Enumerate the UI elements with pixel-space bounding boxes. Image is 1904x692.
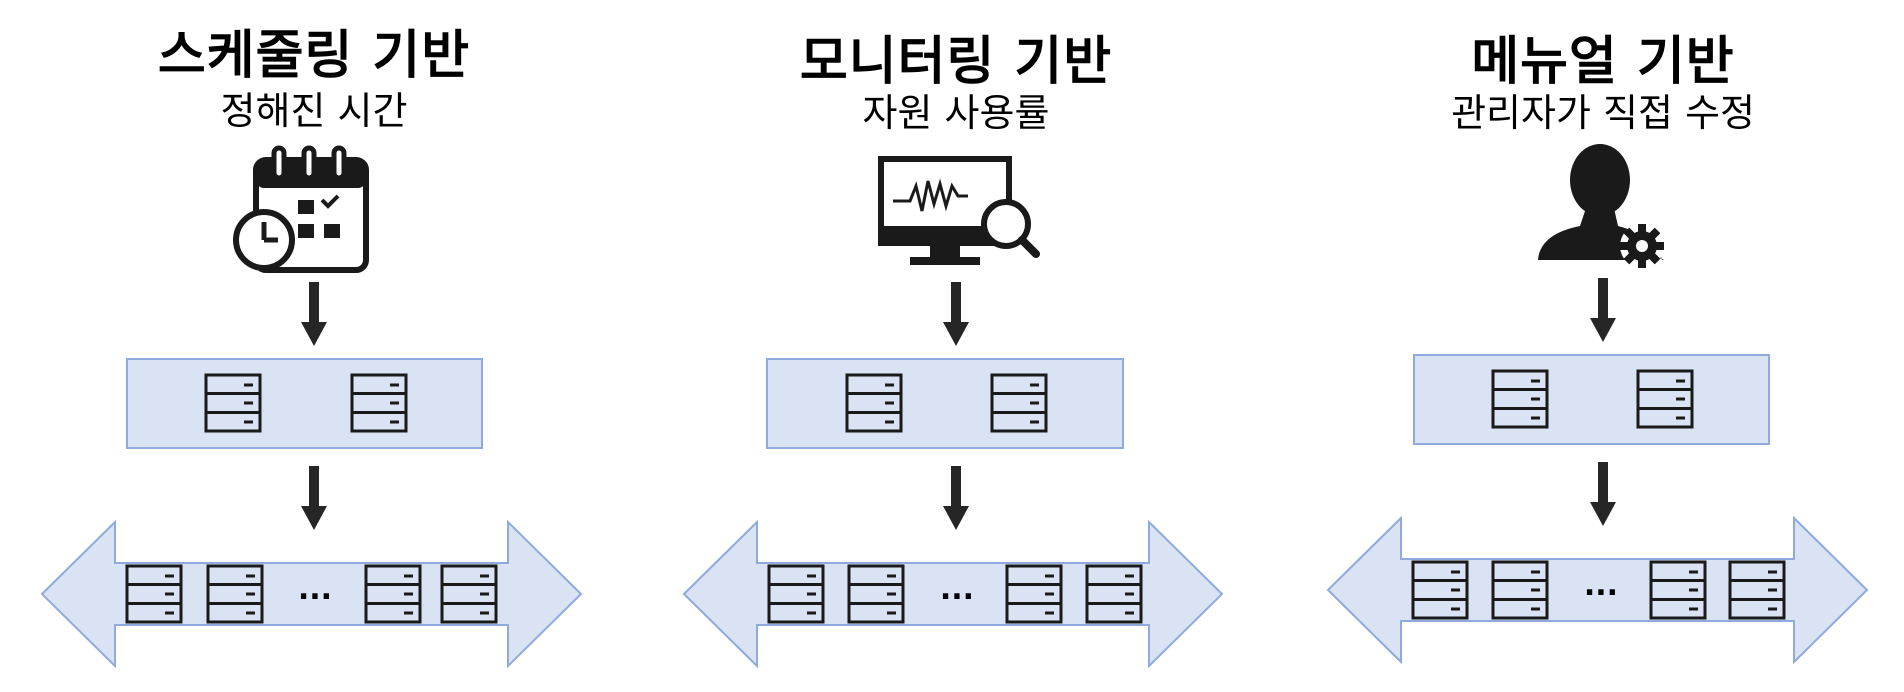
column-subtitle-manual: 관리자가 직접 수정 [1451, 91, 1755, 135]
admin-gear-icon [1538, 144, 1664, 268]
server-group-box [766, 358, 1124, 449]
server-group-box [126, 358, 483, 449]
ellipsis: ... [1584, 568, 1618, 603]
scale-double-arrow [40, 519, 583, 669]
down-arrow [1590, 462, 1616, 526]
ellipsis: ... [940, 572, 974, 607]
scale-double-arrow [1326, 515, 1869, 665]
monitor-search-icon [878, 156, 1040, 265]
server-group-box [1413, 354, 1770, 445]
down-arrow [943, 282, 969, 346]
scale-double-arrow [682, 519, 1224, 669]
down-arrow [1590, 278, 1616, 342]
down-arrow [301, 282, 327, 346]
down-arrow [943, 466, 969, 530]
column-title-manual: 메뉴얼 기반 [1471, 32, 1735, 92]
calendar-clock-icon [233, 145, 369, 273]
column-title-schedule: 스케줄링 기반 [157, 26, 471, 86]
column-subtitle-monitor: 자원 사용률 [862, 91, 1050, 135]
ellipsis: ... [298, 572, 332, 607]
down-arrow [301, 466, 327, 530]
column-subtitle-schedule: 정해진 시간 [220, 89, 408, 133]
column-title-monitor: 모니터링 기반 [799, 32, 1113, 92]
